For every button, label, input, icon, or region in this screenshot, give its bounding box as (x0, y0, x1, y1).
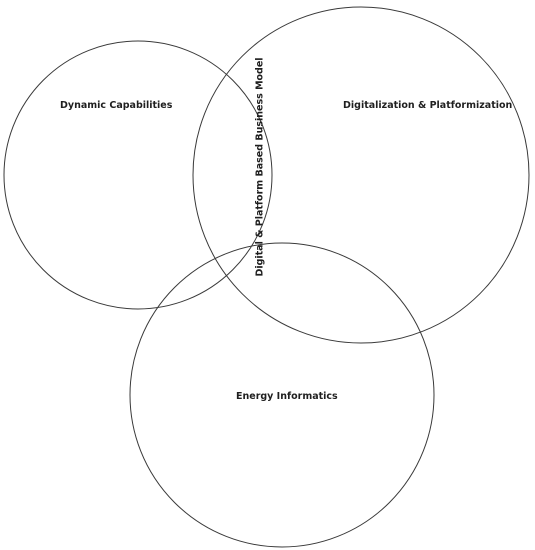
label-energy-informatics: Energy Informatics (236, 391, 338, 402)
label-digitalization-platformization: Digitalization & Platformization (343, 100, 513, 111)
circle-energy-informatics (129, 242, 435, 548)
circle-dynamic-capabilities (3, 40, 273, 310)
circle-digitalization-platformization (192, 6, 530, 344)
label-dynamic-capabilities: Dynamic Capabilities (60, 100, 173, 111)
label-intersection-business-model: Digital & Platform Based Business Model (254, 57, 266, 277)
